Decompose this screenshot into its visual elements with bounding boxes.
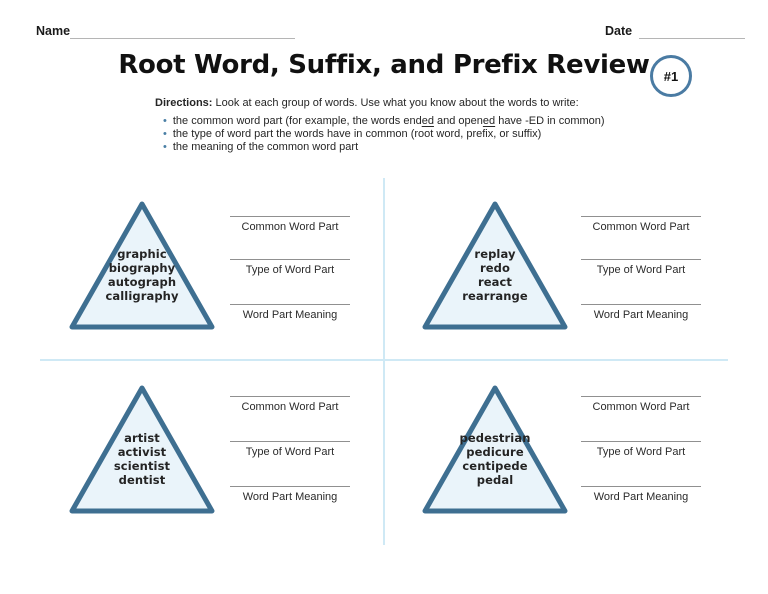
answer-group-type-q2: Type of Word Part bbox=[581, 259, 701, 276]
bullet-text: have -ED in common) bbox=[495, 115, 605, 127]
word-group-triangle-2 bbox=[422, 201, 568, 330]
answer-blank-line[interactable] bbox=[581, 259, 701, 260]
triangle-word: dentist bbox=[118, 473, 166, 487]
word-group-3: artist activist scientist dentist bbox=[67, 431, 217, 487]
worksheet-title: Root Word, Suffix, and Prefix Review bbox=[118, 50, 650, 80]
answer-group-meaning-q4: Word Part Meaning bbox=[581, 486, 701, 503]
bullet-text: the common word part (for example, the w… bbox=[172, 115, 422, 127]
answer-group-meaning-q3: Word Part Meaning bbox=[230, 486, 350, 503]
triangle-shape bbox=[69, 385, 215, 514]
word-group-triangle-4 bbox=[422, 385, 568, 514]
bullet-dot: • bbox=[163, 128, 167, 141]
answer-label: Type of Word Part bbox=[596, 446, 686, 458]
answer-blank-line[interactable] bbox=[230, 304, 350, 305]
triangle-shape bbox=[69, 201, 215, 330]
triangle-word: graphic bbox=[117, 247, 167, 261]
answer-blank-line[interactable] bbox=[230, 216, 350, 217]
triangle-word: react bbox=[477, 275, 513, 289]
bullet-dot: • bbox=[163, 141, 167, 154]
answer-group-meaning-q2: Word Part Meaning bbox=[581, 304, 701, 321]
triangle-word: centipede bbox=[462, 459, 528, 473]
triangle-word: artist bbox=[124, 431, 160, 445]
directions-label: Directions: bbox=[155, 97, 213, 109]
triangle-word: redo bbox=[479, 261, 510, 275]
word-group-triangle-3 bbox=[69, 385, 215, 514]
answer-label: Common Word Part bbox=[241, 221, 339, 233]
answer-label: Common Word Part bbox=[592, 401, 690, 413]
answer-blank-line[interactable] bbox=[230, 486, 350, 487]
bullet-item-word-part-type: • the type of word part the words have in… bbox=[163, 128, 605, 141]
quadrant-divider-vertical bbox=[383, 178, 385, 545]
word-group-1: graphic biography autograph calligraphy bbox=[67, 247, 217, 303]
answer-label: Common Word Part bbox=[592, 221, 690, 233]
date-field-label: Date bbox=[605, 24, 633, 38]
answer-blank-line[interactable] bbox=[581, 441, 701, 442]
directions-block: Directions: Look at each group of words.… bbox=[155, 97, 605, 155]
answer-blank-line[interactable] bbox=[581, 304, 701, 305]
word-group-triangle-1 bbox=[69, 201, 215, 330]
answer-group-common-q2: Common Word Part bbox=[581, 216, 701, 233]
answer-blank-line[interactable] bbox=[230, 259, 350, 260]
answer-group-common-q1: Common Word Part bbox=[230, 216, 350, 233]
answer-group-type-q1: Type of Word Part bbox=[230, 259, 350, 276]
answer-group-type-q4: Type of Word Part bbox=[581, 441, 701, 458]
triangle-word: scientist bbox=[113, 459, 171, 473]
answer-blank-line[interactable] bbox=[581, 486, 701, 487]
directions-intro-text: Look at each group of words. Use what yo… bbox=[215, 97, 579, 109]
answer-label: Word Part Meaning bbox=[593, 309, 689, 321]
triangle-word: pedestrian bbox=[459, 431, 531, 445]
triangle-word: autograph bbox=[107, 275, 177, 289]
bullet-item-word-part-meaning: • the meaning of the common word part bbox=[163, 141, 605, 154]
answer-label: Word Part Meaning bbox=[593, 491, 689, 503]
answer-blank-line[interactable] bbox=[230, 441, 350, 442]
name-blank-line[interactable] bbox=[70, 24, 295, 39]
answer-group-common-q4: Common Word Part bbox=[581, 396, 701, 413]
answer-group-type-q3: Type of Word Part bbox=[230, 441, 350, 458]
bullet-text: the type of word part the words have in … bbox=[172, 128, 542, 141]
triangle-word: pedal bbox=[476, 473, 514, 487]
answer-group-meaning-q1: Word Part Meaning bbox=[230, 304, 350, 321]
quadrant-divider-horizontal bbox=[40, 359, 728, 361]
directions-intro: Directions: Look at each group of words.… bbox=[155, 97, 605, 110]
bullet-text: the meaning of the common word part bbox=[172, 141, 359, 154]
answer-label: Common Word Part bbox=[241, 401, 339, 413]
word-group-2: replay redo react rearrange bbox=[420, 247, 570, 303]
answer-group-common-q3: Common Word Part bbox=[230, 396, 350, 413]
answer-blank-line[interactable] bbox=[581, 216, 701, 217]
answer-label: Word Part Meaning bbox=[242, 309, 338, 321]
triangle-word: replay bbox=[474, 247, 516, 261]
triangle-word: calligraphy bbox=[105, 289, 179, 303]
name-field-label: Name bbox=[36, 24, 71, 38]
date-blank-line[interactable] bbox=[639, 24, 745, 39]
answer-label: Word Part Meaning bbox=[242, 491, 338, 503]
answer-blank-line[interactable] bbox=[581, 396, 701, 397]
triangle-shape bbox=[422, 385, 568, 514]
answer-label: Type of Word Part bbox=[245, 446, 335, 458]
word-group-4: pedestrian pedicure centipede pedal bbox=[420, 431, 570, 487]
bullet-item-common-part: • the common word part (for example, the … bbox=[163, 115, 605, 128]
bullet-text-underlined: ed bbox=[421, 115, 434, 127]
answer-label: Type of Word Part bbox=[245, 264, 335, 276]
directions-bullet-list: • the common word part (for example, the … bbox=[163, 115, 605, 155]
triangle-word: rearrange bbox=[462, 289, 528, 303]
bullet-text-underlined: ed bbox=[482, 115, 496, 127]
answer-blank-line[interactable] bbox=[230, 396, 350, 397]
bullet-text: and open bbox=[433, 115, 483, 127]
triangle-word: pedicure bbox=[466, 445, 524, 459]
triangle-shape bbox=[422, 201, 568, 330]
worksheet-number-badge: #1 bbox=[650, 55, 692, 97]
answer-label: Type of Word Part bbox=[596, 264, 686, 276]
triangle-word: biography bbox=[108, 261, 176, 275]
bullet-dot: • bbox=[163, 115, 167, 127]
triangle-word: activist bbox=[117, 445, 167, 459]
